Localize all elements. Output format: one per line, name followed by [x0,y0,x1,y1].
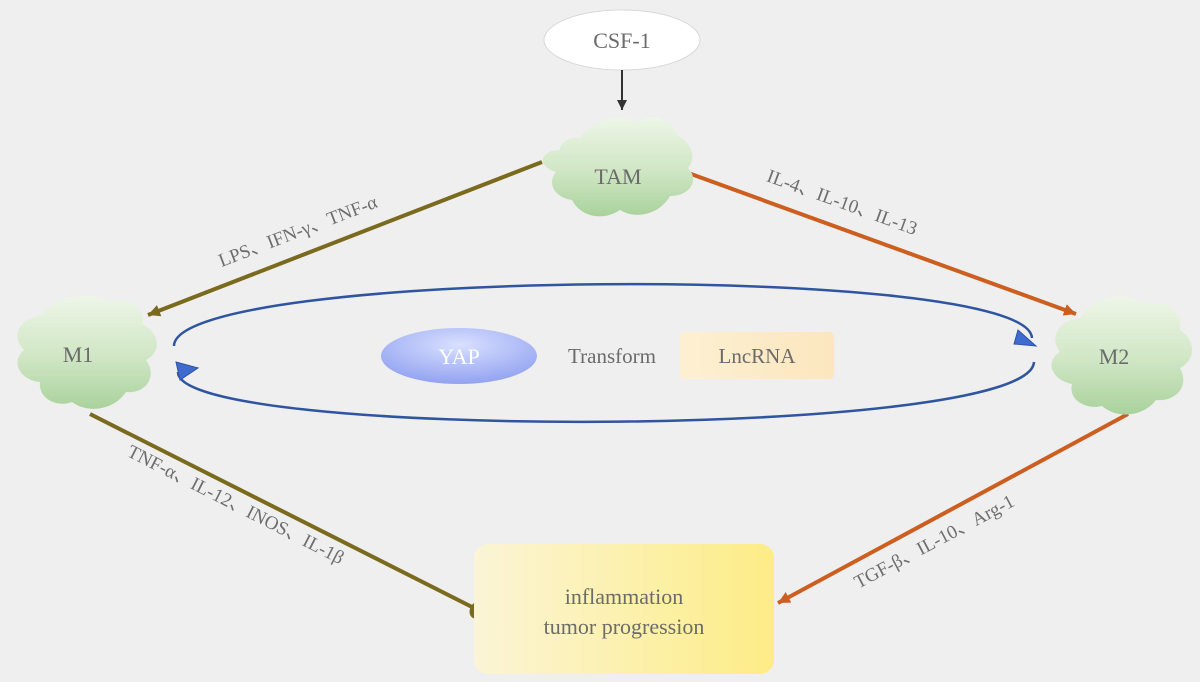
transform-label: Transform [568,344,656,368]
cycle-upper-arrowhead [1013,329,1038,347]
m2-to-outcome-label: TGF-β、IL-10、Arg-1 [851,491,1018,593]
m1-cell: M1 [17,295,157,409]
transform-cycle [172,282,1038,424]
csf1-node: CSF-1 [543,9,701,71]
lncrna-label: LncRNA [719,344,797,368]
m2-to-outcome-arrow [777,412,1129,605]
tam-to-m1-label: LPS、IFN-γ、TNF-α [216,192,381,272]
outcome-line2: tumor progression [544,614,705,639]
yap-node: YAP [381,328,537,384]
lncrna-node: LncRNA [680,332,834,379]
m1-to-outcome-label: TNF-α、IL-12、INOS、IL-1β [124,441,348,569]
tam-to-m2-arrow [679,168,1077,316]
tam-to-m1-arrow [147,160,543,317]
tam-cell: TAM [542,117,694,217]
m1-to-outcome-line [89,412,475,610]
csf1-label: CSF-1 [593,28,650,53]
cycle-upper-arc [172,282,1034,347]
yap-label: YAP [438,344,480,369]
m2-cell: M2 [1051,296,1192,415]
cycle-lower-arrowhead [175,361,200,381]
outcome-line1: inflammation [565,584,684,609]
tam-label: TAM [594,164,641,189]
outcome-box: inflammation tumor progression [474,544,774,674]
cycle-lower-arc [176,361,1036,424]
m2-label: M2 [1099,344,1130,369]
m1-label: M1 [63,342,94,367]
